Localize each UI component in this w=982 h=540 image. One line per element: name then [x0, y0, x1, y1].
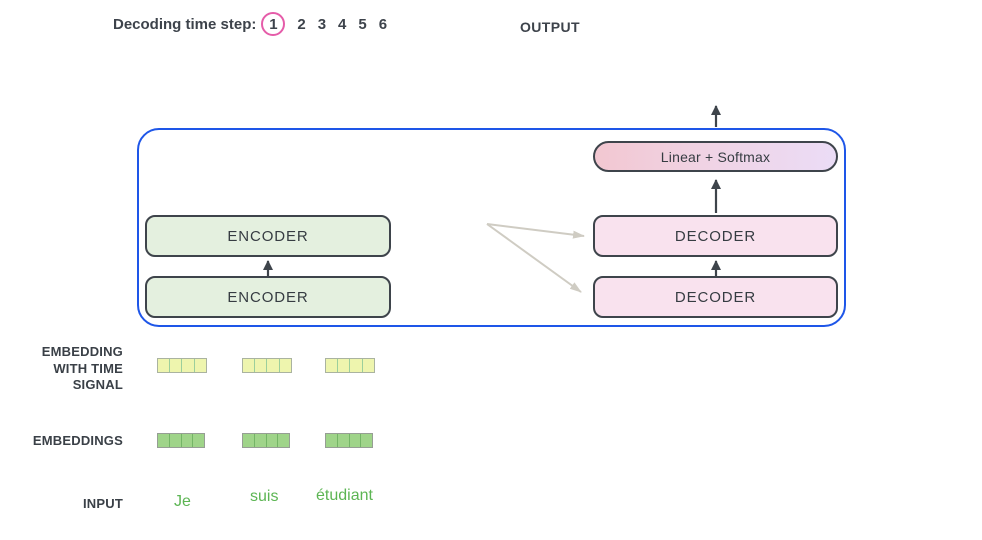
decoder-box-top: DECODER	[593, 215, 838, 257]
vector-cell	[326, 359, 339, 372]
embedding-time-line: EMBEDDING	[41, 344, 123, 359]
encoder-box-bottom: ENCODER	[145, 276, 391, 318]
embedding-with-time-signal-label: EMBEDDING WITH TIME SIGNAL	[0, 344, 123, 394]
encoder-box-label: ENCODER	[227, 288, 309, 306]
time-signal-vector-2	[242, 358, 292, 373]
embedding-time-line: SIGNAL	[72, 377, 123, 392]
output-label: OUTPUT	[520, 19, 580, 35]
vector-cell	[326, 434, 338, 447]
vector-cell	[254, 434, 267, 447]
vector-cell	[158, 434, 170, 447]
vector-cell	[349, 434, 362, 447]
vector-cell	[169, 434, 182, 447]
encoder-box-top: ENCODER	[145, 215, 391, 257]
linear-softmax-label: Linear + Softmax	[660, 148, 771, 165]
embedding-vector-1	[157, 433, 206, 448]
vector-cell	[361, 434, 373, 447]
encoder-box-label: ENCODER	[227, 227, 309, 245]
vector-cell	[181, 434, 194, 447]
transformer-frame	[137, 128, 846, 327]
vector-cell	[350, 359, 363, 372]
embedding-vector-3	[325, 433, 374, 448]
vector-cell	[170, 359, 183, 372]
vector-cell	[267, 359, 280, 372]
vector-cell	[279, 359, 291, 372]
time-signal-vector-3	[325, 358, 375, 373]
step-number-2: 2	[297, 15, 306, 33]
step-number-4: 4	[338, 15, 347, 33]
decoding-time-step-row: Decoding time step: 1 2 3 4 5 6	[113, 11, 387, 37]
input-word-je: Je	[174, 493, 191, 510]
embeddings-label: EMBEDDINGS	[32, 433, 123, 448]
decoder-box-bottom: DECODER	[593, 276, 838, 318]
decoder-box-label: DECODER	[674, 227, 757, 245]
vector-cell	[243, 359, 256, 372]
decoding-time-step-label: Decoding time step:	[113, 15, 257, 33]
step-number-5: 5	[358, 15, 367, 33]
vector-cell	[193, 434, 205, 447]
step-number-1: 1	[269, 15, 278, 33]
vector-cell	[182, 359, 195, 372]
vector-cell	[255, 359, 268, 372]
vector-cell	[194, 359, 206, 372]
vector-cell	[338, 359, 351, 372]
vector-cell	[278, 434, 290, 447]
vector-cell	[243, 434, 255, 447]
decoder-box-label: DECODER	[674, 288, 757, 306]
vector-cell	[362, 359, 374, 372]
input-word-suis: suis	[250, 488, 279, 505]
input-label: INPUT	[83, 496, 123, 511]
linear-softmax-box: Linear + Softmax	[593, 141, 838, 172]
step-number-6: 6	[378, 15, 388, 33]
active-step-circle: 1	[261, 12, 286, 36]
vector-cell	[158, 359, 171, 372]
embedding-time-line: WITH TIME	[53, 360, 123, 376]
vector-cell	[266, 434, 279, 447]
step-number-3: 3	[317, 15, 327, 33]
vector-cell	[337, 434, 350, 447]
input-word-etudiant: étudiant	[316, 487, 373, 504]
time-signal-vector-1	[157, 358, 207, 373]
embedding-vector-2	[242, 433, 291, 448]
